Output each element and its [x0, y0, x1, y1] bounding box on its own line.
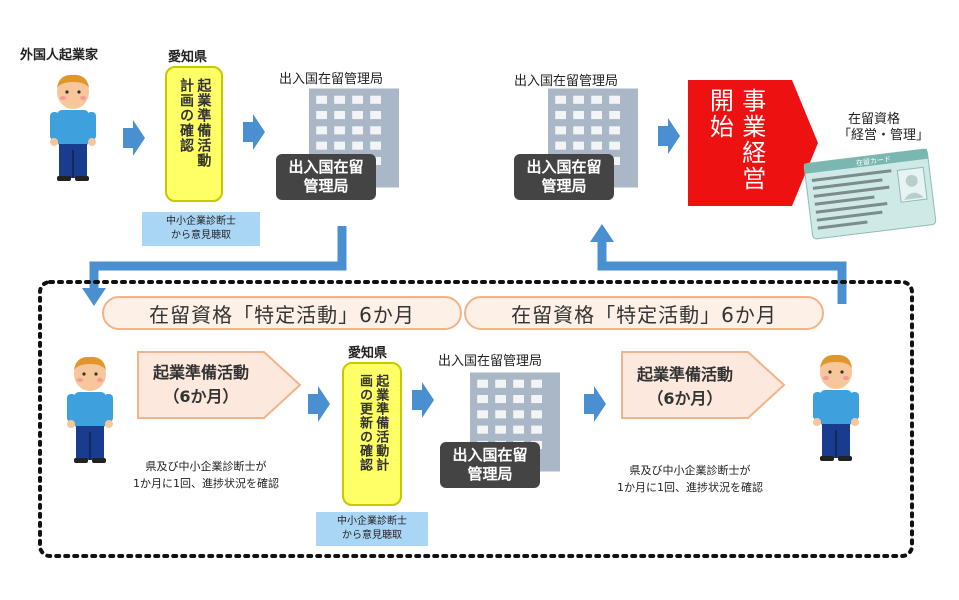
plan-renewal-text-2: 画の更新の確認: [357, 374, 372, 472]
flow-arrow-right: [243, 114, 265, 150]
consult-note-bottom: 中小企業診断士 から意見聴取: [316, 512, 428, 546]
status-pill-2: 在留資格「特定活動」6か月: [464, 296, 824, 330]
flow-arrow-right: [412, 382, 434, 418]
entrepreneur-label: 外国人起業家: [20, 48, 99, 63]
aichi-label-bottom: 愛知県: [348, 346, 388, 361]
flow-arrow-right: [308, 386, 330, 422]
residence-label: 在留資格: [848, 112, 901, 127]
extension-period-frame: [38, 280, 914, 558]
plan-renewal-box: 起業準備活動計 画の更新の確認: [342, 362, 402, 506]
prep-activity-box-2: [621, 351, 786, 419]
progress-note-2: 県及び中小企業診断士が 1か月に1回、進捗状況を確認: [617, 464, 763, 494]
entrepreneur-figure: [50, 74, 96, 181]
progress-note-1: 県及び中小企業診断士が 1か月に1回、進捗状況を確認: [133, 460, 279, 490]
plan-check-text-2: 計画の確認: [178, 78, 194, 153]
entrepreneur-figure: [813, 354, 859, 461]
immigration-label-1: 出入国在留管理局: [279, 72, 384, 87]
consult-note-top: 中小企業診断士 から意見聴取: [142, 212, 260, 246]
status-pill-1: 在留資格「特定活動」6か月: [102, 296, 462, 330]
immigration-label-bottom: 出入国在留管理局: [438, 354, 543, 369]
prep-activity-duration-2: （6か月）: [647, 389, 723, 408]
business-start-text: 事業経営 開始: [705, 88, 766, 192]
aichi-label: 愛知県: [168, 50, 208, 65]
entrepreneur-figure: [67, 356, 113, 463]
flow-arrow-right: [658, 118, 680, 154]
prep-activity-box-1: [137, 351, 302, 419]
immigration-tag-2: 出入国在留 管理局: [514, 154, 614, 200]
immigration-tag-bottom: 出入国在留 管理局: [440, 442, 540, 488]
business-start-col2: 開始: [705, 88, 734, 140]
plan-check-text-1: 起業準備活動: [195, 78, 212, 168]
business-start-box: [688, 80, 818, 206]
residence-status-label: 「経営・管理」: [838, 128, 930, 143]
immigration-tag-1: 出入国在留 管理局: [276, 154, 376, 200]
flow-arrow-right: [584, 386, 606, 422]
plan-check-box: 起業準備活動 計画の確認: [165, 66, 223, 202]
prep-activity-label-1: 起業準備活動: [152, 363, 249, 382]
immigration-label-2: 出入国在留管理局: [514, 74, 619, 89]
flow-arrow-right: [123, 120, 145, 156]
plan-renewal-text-1: 起業準備活動計: [373, 374, 389, 472]
prep-activity-label-2: 起業準備活動: [636, 365, 733, 384]
connector-arrow-up: [590, 224, 847, 304]
connector-arrow-down: [82, 226, 347, 306]
residence-card-icon: 在留カード: [803, 148, 937, 240]
prep-activity-duration-1: （6か月）: [163, 387, 239, 406]
card-header-text: 在留カード: [856, 154, 892, 167]
business-start-col1: 事業経営: [737, 88, 766, 192]
